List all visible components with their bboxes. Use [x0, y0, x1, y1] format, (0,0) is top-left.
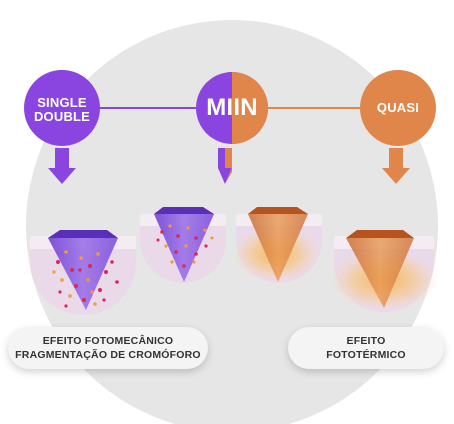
particles-single-double: [52, 250, 119, 308]
photomechanical-line1: EFEITO FOTOMECÂNICO: [42, 334, 174, 347]
pyramid-purple-miin: [154, 207, 214, 282]
miin-node: [196, 72, 268, 144]
particles-miin: [156, 224, 214, 268]
photomechanical-caption: EFEITO FOTOMECÂNICO FRAGMENTAÇÃO DE CROM…: [8, 327, 208, 369]
photothermal-caption: EFEITO FOTOTÉRMICO: [288, 327, 444, 369]
photomechanical-line2: FRAGMENTAÇÃO DE CROMÓFORO: [15, 349, 201, 361]
single-double-node: [24, 70, 100, 146]
arrow-down-icon-single-double: [48, 148, 76, 184]
background-circle: [26, 20, 438, 424]
arrow-down-icon-quasi: [382, 148, 410, 184]
pyramid-orange-quasi: [346, 230, 414, 308]
double-label: DOUBLE: [33, 108, 91, 124]
photothermal-line1: EFEITO: [346, 334, 386, 347]
miin-label: MIIN: [206, 94, 258, 121]
single-label: SINGLE: [37, 95, 87, 110]
arrow-down-icon-miin: [218, 148, 232, 184]
quasi-label: QUASI: [376, 100, 420, 115]
pyramid-purple-single-double: [48, 230, 118, 310]
photothermal-line2: FOTOTÉRMICO: [326, 349, 406, 361]
single-double-label: SINGLE DOUBLE: [24, 96, 100, 123]
quasi-node: [360, 70, 436, 146]
pyramid-orange-miin: [248, 207, 308, 282]
